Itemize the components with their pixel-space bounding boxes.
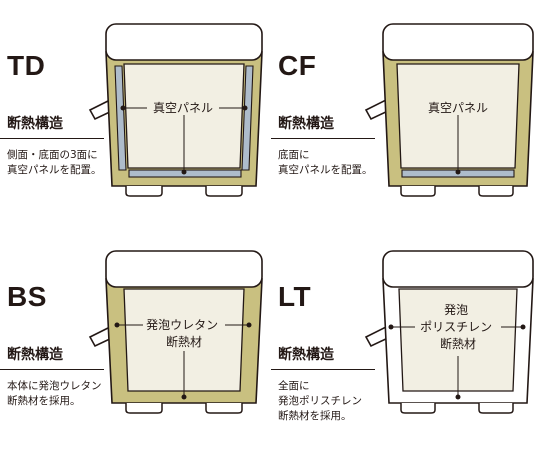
panel-td: TD 断熱構造 側面・底面の3面に 真空パネルを配置。 真空パネル [0, 0, 271, 231]
description: 本体に発泡ウレタン 断熱材を採用。 [7, 380, 102, 407]
leader-lines [455, 115, 461, 175]
cooler-lid [382, 250, 534, 288]
material-label: 発泡ウレタン 断熱材 [146, 318, 222, 349]
model-code: CF [278, 50, 317, 81]
divider [0, 138, 104, 139]
model-code: TD [7, 50, 46, 81]
cooler-interior [123, 288, 245, 392]
vacuum-panel-left [114, 65, 127, 171]
panel-lt: LT 断熱構造 全面に 発泡ポリスチレン 断熱材を採用。 発泡 ポリスチレン 断… [271, 231, 542, 462]
material-label: 発泡 ポリスチレン 断熱材 [420, 303, 496, 351]
cooler-interior [398, 288, 518, 392]
structure-heading: 断熱構造 [278, 347, 334, 363]
cooler-diagram: 発泡ウレタン 断熱材 [88, 250, 263, 414]
structure-heading: 断熱構造 [278, 116, 334, 132]
cooler-diagram: 真空パネル [88, 23, 263, 197]
cooler-foot-left [125, 403, 163, 414]
model-code: BS [7, 281, 47, 312]
cooler-body [88, 250, 263, 414]
cooler-foot-right [205, 186, 243, 197]
leader-lines [388, 324, 526, 400]
cooler-diagram: 真空パネル [364, 23, 534, 197]
model-code: LT [278, 281, 312, 312]
cooler-foot-left [400, 186, 436, 197]
panel-cf: CF 断熱構造 底面に 真空パネルを配置。 真空パネル [271, 0, 542, 231]
description: 全面に 発泡ポリスチレン 断熱材を採用。 [278, 380, 362, 422]
divider [271, 138, 375, 139]
handle [364, 326, 391, 348]
cooler-foot-left [125, 186, 163, 197]
description: 側面・底面の3面に 真空パネルを配置。 [7, 149, 102, 176]
structure-heading: 断熱構造 [7, 116, 63, 132]
material-label: 真空パネル [153, 101, 213, 115]
cooler-lid [105, 23, 263, 61]
material-label: 真空パネル [428, 101, 488, 115]
cooler-body [364, 250, 534, 414]
cooler-diagram: 発泡 ポリスチレン 断熱材 [364, 250, 534, 414]
cooler-foot-right [478, 403, 514, 414]
panel-bs: BS 断熱構造 本体に発泡ウレタン 断熱材を採用。 発泡ウレタン 断熱材 [0, 231, 271, 462]
leader-lines [120, 105, 248, 175]
vacuum-panel-right [241, 65, 254, 171]
divider [271, 369, 375, 370]
cooler-lid [382, 23, 534, 61]
cooler-foot-right [205, 403, 243, 414]
leader-lines [114, 322, 252, 400]
cooler-foot-left [400, 403, 436, 414]
divider [0, 369, 104, 370]
cooler-foot-right [478, 186, 514, 197]
cooler-lid [105, 250, 263, 288]
structure-heading: 断熱構造 [7, 347, 63, 363]
handle [364, 99, 391, 121]
description: 底面に 真空パネルを配置。 [278, 149, 373, 176]
